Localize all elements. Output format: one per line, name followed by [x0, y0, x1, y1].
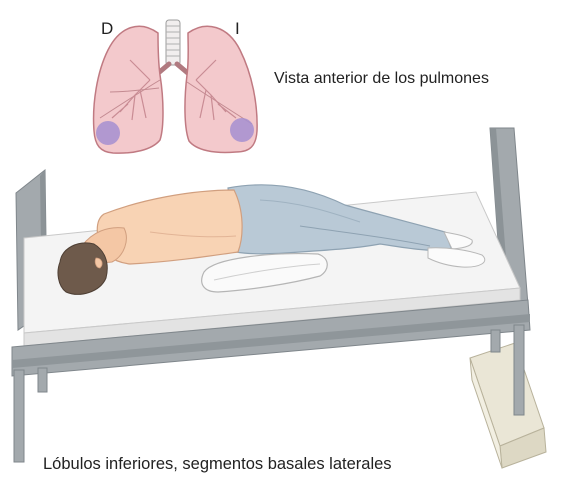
- bed-leg-front-left: [14, 370, 24, 462]
- right-lateral-basal-segment: [96, 121, 120, 145]
- bottom-caption: Lóbulos inferiores, segmentos basales la…: [43, 455, 392, 474]
- lungs-anterior-view: [94, 20, 258, 153]
- lungs-caption: Vista anterior de los pulmones: [274, 70, 489, 88]
- bed-leg-front-right: [514, 325, 524, 415]
- left-side-label: I: [235, 19, 240, 39]
- left-lateral-basal-segment: [230, 118, 254, 142]
- bed-leg-back-left: [38, 368, 47, 392]
- tilted-bed: [12, 128, 546, 468]
- right-side-label: D: [101, 19, 113, 39]
- bed-leg-back-right: [491, 330, 500, 352]
- bed-elevation-block: [470, 343, 546, 468]
- patient-hair: [58, 243, 107, 294]
